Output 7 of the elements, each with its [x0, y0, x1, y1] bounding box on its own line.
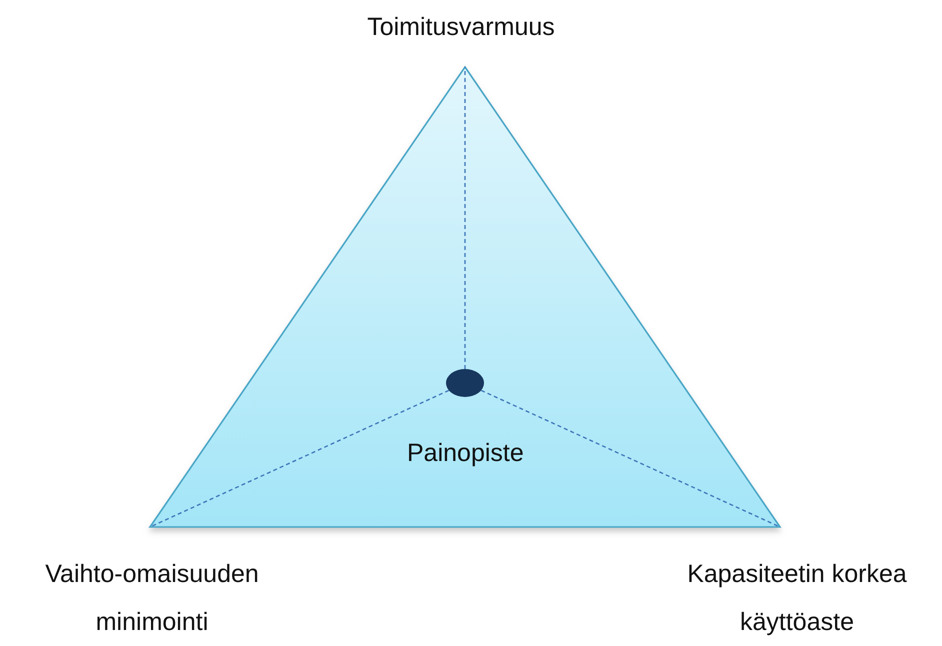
corner-label: Kapasiteetin korkea käyttöaste [686, 559, 908, 638]
point-label: Painopiste [407, 439, 524, 468]
dashed-line [150, 390, 450, 528]
corner-label: Vaihto-omaisuuden minimointi [44, 559, 260, 638]
corner-label: Toimitusvarmuus [366, 12, 556, 43]
dashed-line [480, 390, 780, 528]
dashed-line [464, 67, 466, 369]
